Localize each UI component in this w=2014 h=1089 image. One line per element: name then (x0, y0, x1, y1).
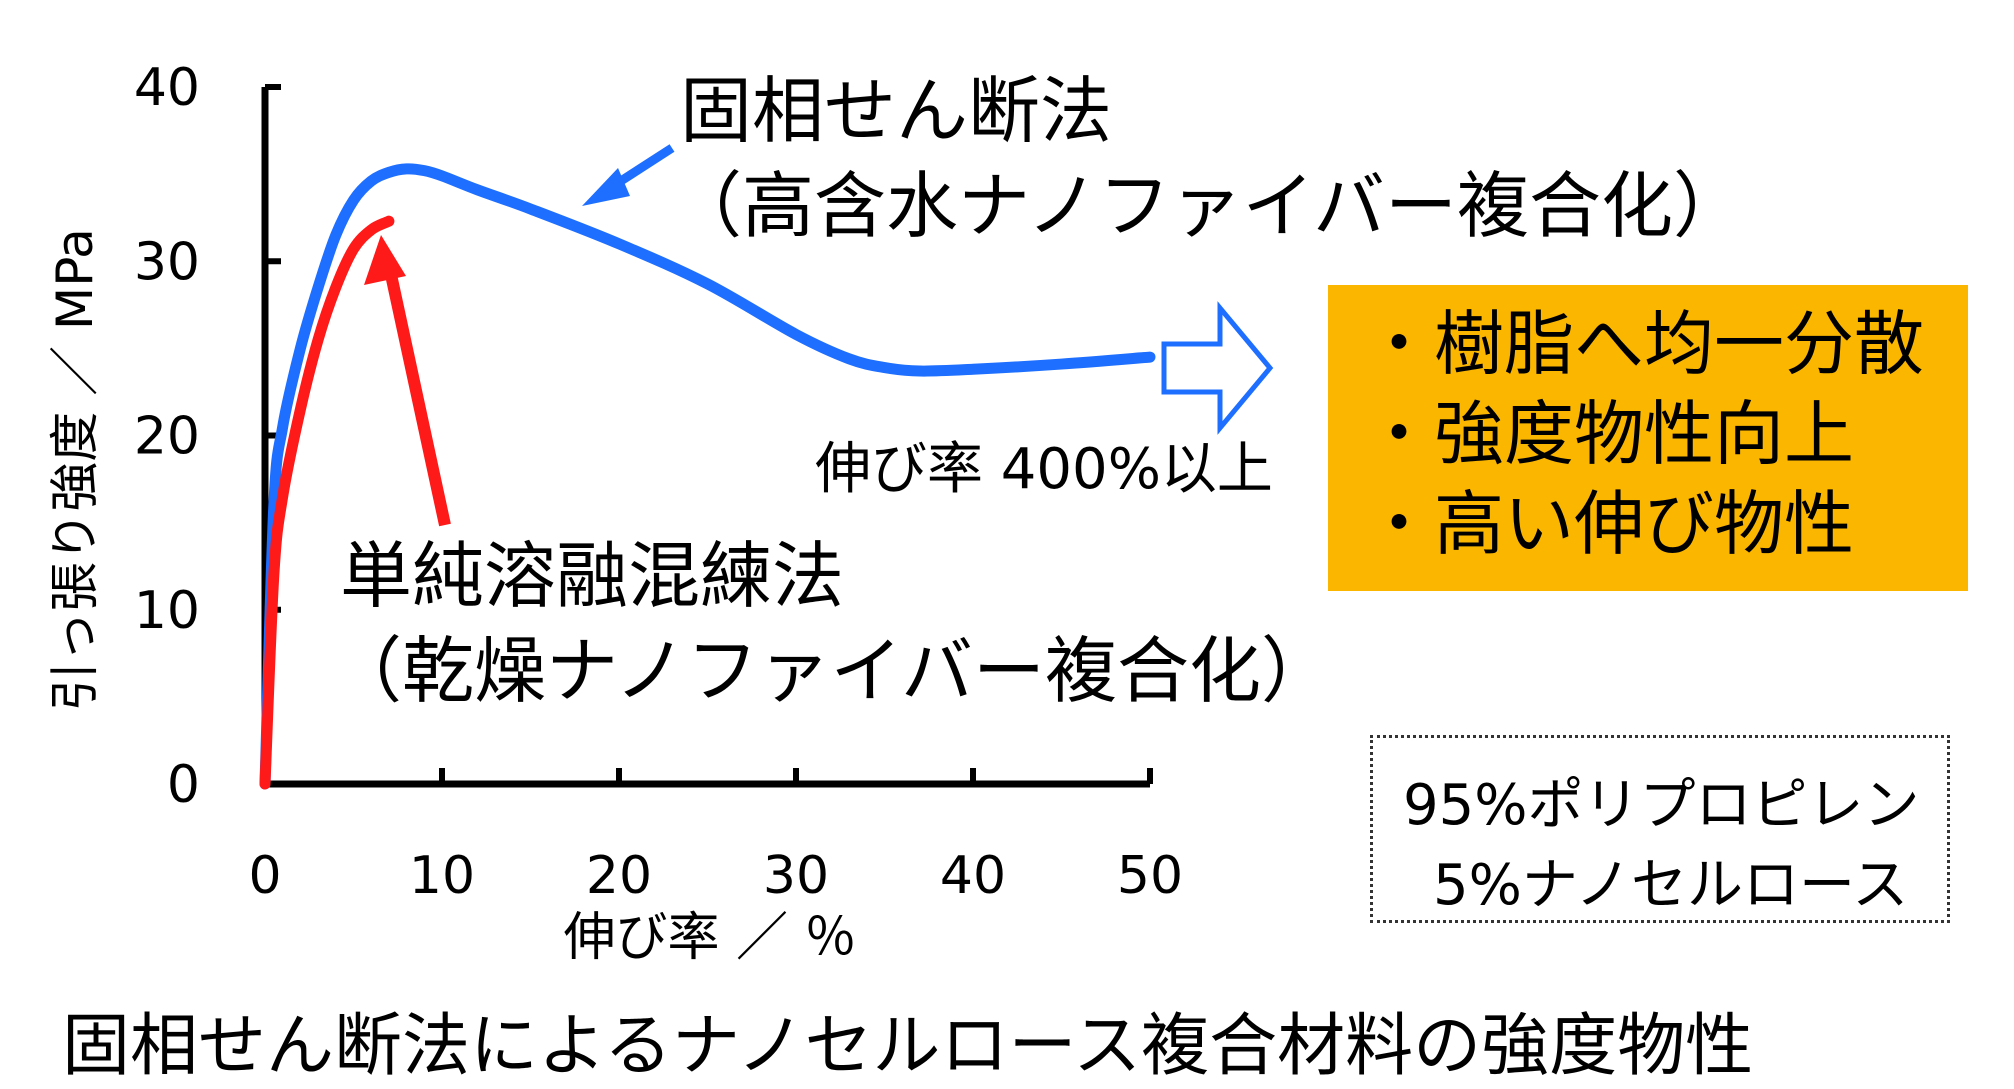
y-tick-label: 20 (134, 407, 200, 467)
x-tick-label: 30 (763, 846, 829, 906)
red-pointer-arrow-shaft (384, 268, 451, 527)
x-axis-label: 伸び率 ／ ％ (563, 908, 856, 968)
solid-shear-method-sub-label: （高含水ナノファイバー複合化） (670, 164, 1745, 248)
red-pointer-arrow-head (364, 235, 406, 285)
blue-pointer-arrow-head (582, 168, 630, 206)
x-tick-label: 10 (409, 846, 475, 906)
feature-box: ・樹脂へ均一分散 ・強度物性向上 ・高い伸び物性 (1328, 285, 1968, 591)
x-tick-label: 0 (248, 846, 281, 906)
melt-kneading-method-sub-label: （乾燥ナノファイバー複合化） (330, 629, 1333, 713)
tick-labels: 0 10 20 30 40 50 0 10 20 30 40 (134, 58, 1183, 906)
feature-item: ・樹脂へ均一分散 (1364, 303, 1924, 385)
composition-line-pp: 95%ポリプロピレン (1403, 773, 1920, 838)
solid-shear-method-label: 固相せん断法 (680, 69, 1113, 153)
continuation-block-arrow (1161, 301, 1274, 435)
composition-box: 95%ポリプロピレン 5%ナノセルロース (1370, 735, 1950, 923)
x-tick-label: 20 (586, 846, 652, 906)
figure-caption: 固相せん断法によるナノセルロース複合材料の強度物性 (62, 1007, 1754, 1086)
feature-item: ・高い伸び物性 (1364, 483, 1854, 565)
y-tick-label: 0 (167, 755, 200, 815)
annotation-arrows (364, 144, 1274, 527)
y-tick-label: 10 (134, 581, 200, 641)
series-line-melt-kneading (259, 215, 395, 790)
composition-line-nanocellulose: 5%ナノセルロース (1433, 853, 1909, 918)
x-tick-label: 50 (1117, 846, 1183, 906)
y-tick-label: 40 (134, 58, 200, 118)
data-series (259, 163, 1156, 790)
x-tick-label: 40 (940, 846, 1006, 906)
elongation-note: 伸び率 400%以上 (815, 437, 1273, 502)
y-tick-label: 30 (134, 232, 200, 292)
y-axis-label: 引っ張り強度 ／ MPa (46, 228, 104, 711)
feature-item: ・強度物性向上 (1364, 393, 1854, 475)
melt-kneading-method-label: 単純溶融混練法 (340, 534, 845, 618)
series-line-solid-shear (259, 163, 1156, 790)
